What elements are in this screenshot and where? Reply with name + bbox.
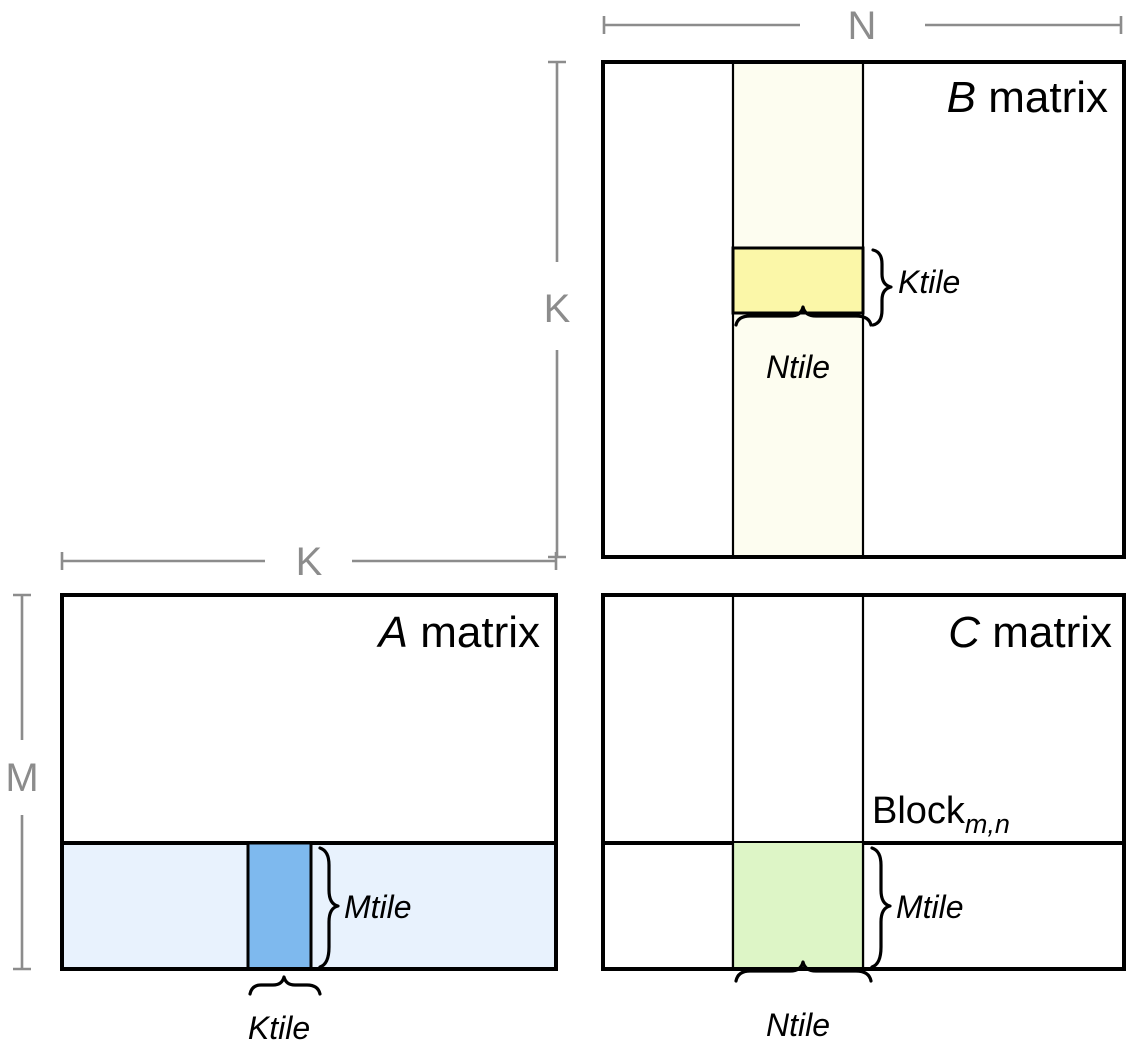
b-matrix-active-tile	[731, 246, 865, 315]
c-matrix-block-label: Blockm,n	[872, 790, 1010, 839]
c-matrix-title-word: matrix	[980, 608, 1112, 657]
a-matrix-active-tile	[246, 841, 313, 971]
c-matrix-active-tile	[733, 843, 863, 969]
a-matrix-ktile-label: Ktile	[248, 1010, 310, 1046]
c-matrix-mtile-brace	[870, 846, 892, 969]
b-matrix-title: B matrix	[947, 73, 1108, 122]
c-matrix-title: C matrix	[948, 608, 1112, 657]
dimension-guide-k-vertical: K	[544, 60, 571, 559]
a-matrix-title: A matrix	[376, 608, 540, 657]
b-matrix-ktile-brace	[871, 248, 893, 327]
c-matrix-block-subscript: m,n	[965, 809, 1010, 839]
b-matrix-ktile-label: Ktile	[898, 264, 960, 300]
dimension-label-n: N	[848, 4, 877, 48]
a-matrix-title-symbol: A	[376, 608, 408, 657]
c-matrix-border	[601, 593, 1126, 971]
c-matrix-mtile-label: Mtile	[896, 889, 964, 925]
b-matrix-title-symbol: B	[947, 73, 976, 122]
dimension-guide-k-horizontal: K	[60, 540, 558, 584]
a-matrix-title-word: matrix	[408, 608, 540, 657]
c-matrix: C matrix Blockm,n Mtile Ntile	[601, 593, 1126, 1043]
b-matrix-ntile-label: Ntile	[766, 349, 830, 385]
dimension-label-k-vertical: K	[544, 287, 571, 331]
b-matrix-ntile-brace	[734, 305, 873, 327]
a-matrix-mtile-brace	[318, 846, 340, 969]
a-matrix-mtile-label: Mtile	[344, 889, 412, 925]
c-matrix-title-symbol: C	[948, 608, 981, 657]
c-matrix-ntile-label: Ntile	[766, 1007, 830, 1043]
a-matrix-border	[60, 593, 558, 971]
c-matrix-block-word: Block	[872, 790, 966, 832]
b-matrix: B matrix Ktile Ntile	[601, 60, 1126, 559]
b-matrix-title-word: matrix	[976, 73, 1108, 122]
c-matrix-ntile-brace	[734, 960, 873, 983]
a-matrix-ktile-brace	[248, 975, 322, 996]
b-matrix-border	[601, 60, 1126, 559]
dimension-label-m: M	[5, 756, 38, 800]
a-matrix: A matrix Mtile Ktile	[60, 593, 558, 1046]
dimension-guide-n: N	[602, 4, 1123, 48]
dimension-guide-m: M	[5, 593, 39, 971]
dimension-label-k-horizontal: K	[296, 540, 323, 584]
